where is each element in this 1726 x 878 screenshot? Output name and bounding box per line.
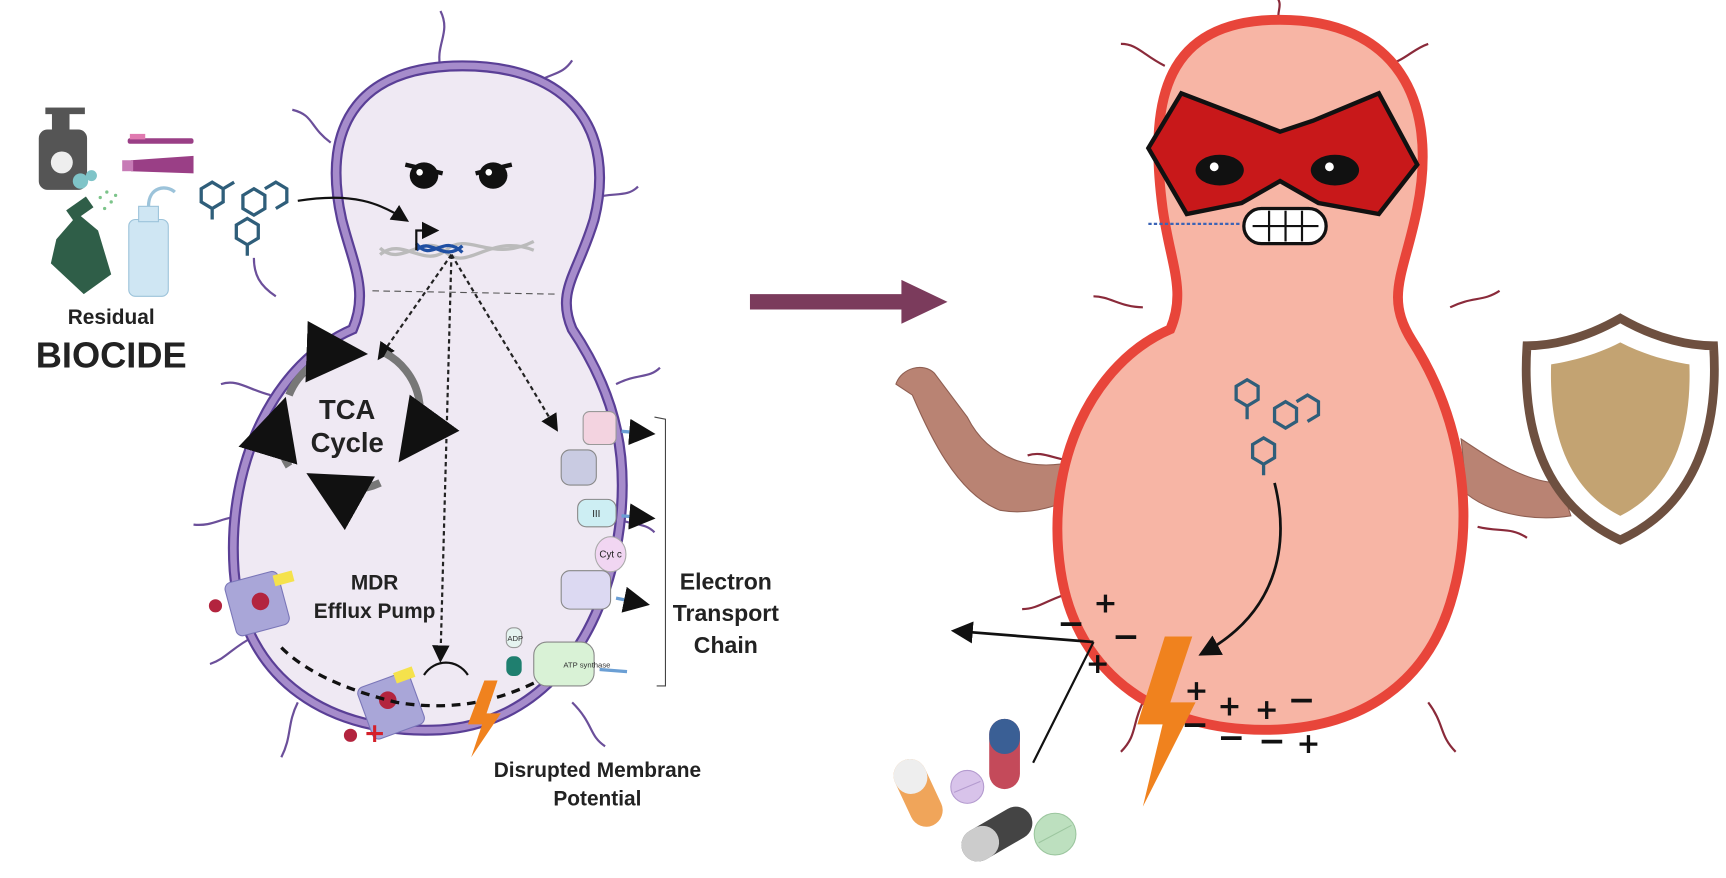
shield-icon [1521, 313, 1719, 545]
pill-icon [961, 806, 1033, 862]
transition-arrow [749, 279, 948, 324]
minus-sign: − [1258, 721, 1286, 760]
dmp-label-2: Potential [553, 788, 641, 811]
minus-sign: − [1112, 617, 1140, 656]
etc-cyt-c-label: Cyt c [599, 550, 622, 561]
divider-dashed [372, 290, 556, 295]
etc-complex-ii [560, 449, 597, 486]
efflux-out-arrow [950, 621, 1094, 644]
minus-sign: − [1057, 603, 1085, 642]
biocide-entry-arrow [297, 196, 410, 222]
plus-sign: + [1093, 586, 1117, 619]
pill-icon [989, 718, 1020, 790]
mdr-label-2: Efflux Pump [314, 600, 436, 623]
electron-transport-chain: III Cyt c ATP synthase ADP [505, 411, 666, 687]
lightning-icon [467, 680, 501, 758]
etc-complex-i [582, 411, 617, 446]
tca-label-2: Cycle [311, 427, 384, 458]
tca-cycle: TCA Cycle [238, 321, 460, 531]
biocide-label-main: BIOCIDE [36, 335, 187, 376]
arm-icon [895, 366, 1572, 519]
efflux-pump-icon [208, 570, 295, 637]
plus-sign: + [1297, 727, 1321, 760]
etc-complex-iii-label: III [592, 509, 600, 520]
molecule-icon [199, 180, 289, 256]
plus-sign: + [1217, 690, 1241, 723]
lightning-icon [1137, 636, 1196, 807]
pill-icon [893, 759, 943, 827]
efflux-pump-icon: + [343, 666, 425, 749]
plus-sign: + [1185, 674, 1209, 707]
etc-label-2: Transport [673, 600, 780, 626]
membrane-potential-dashes [280, 646, 540, 708]
spray-bottle-icon [50, 190, 118, 295]
adp-label: ADP [507, 634, 523, 643]
mdr-label-1: MDR [351, 571, 398, 594]
red-plus-sign: + [364, 719, 386, 749]
inhibition-mark [423, 661, 469, 676]
membrane-charges-right: + − + + + + − − − − + − [1057, 586, 1320, 759]
plus-sign: + [1086, 647, 1110, 680]
etc-bracket [654, 416, 666, 687]
pill-icon [950, 769, 985, 804]
tca-label-1: TCA [319, 394, 376, 425]
etc-label-3: Chain [694, 632, 758, 658]
toothpaste-icon [122, 155, 194, 174]
left-cell-membrane-inner [230, 62, 626, 734]
etc-label-1: Electron [680, 568, 772, 594]
angry-eyes-left [404, 162, 513, 189]
plus-sign: + [1255, 693, 1279, 726]
atp-synthase-label: ATP synthase [563, 660, 610, 669]
etc-cyt-c [594, 536, 627, 573]
dmp-label-1: Disrupted Membrane [494, 759, 701, 782]
pill-icon [1033, 812, 1077, 856]
internal-arrow [1198, 482, 1282, 656]
etc-complex-iii [577, 498, 617, 528]
grin-mouth [1148, 206, 1328, 246]
wash-bottle-icon [128, 186, 176, 297]
minus-sign: − [1217, 717, 1245, 756]
etc-complex-iv [560, 570, 612, 610]
molecule-icon [1234, 377, 1321, 476]
minus-sign: − [1288, 680, 1316, 719]
dna-icon [378, 221, 535, 260]
atp-synthase [533, 641, 595, 687]
toothbrush-icon [127, 133, 194, 144]
soap-dispenser-icon [38, 107, 97, 190]
biocide-label-residual: Residual [68, 306, 155, 329]
pill-pointer-line [1032, 641, 1095, 764]
mask-icon [1145, 90, 1420, 217]
